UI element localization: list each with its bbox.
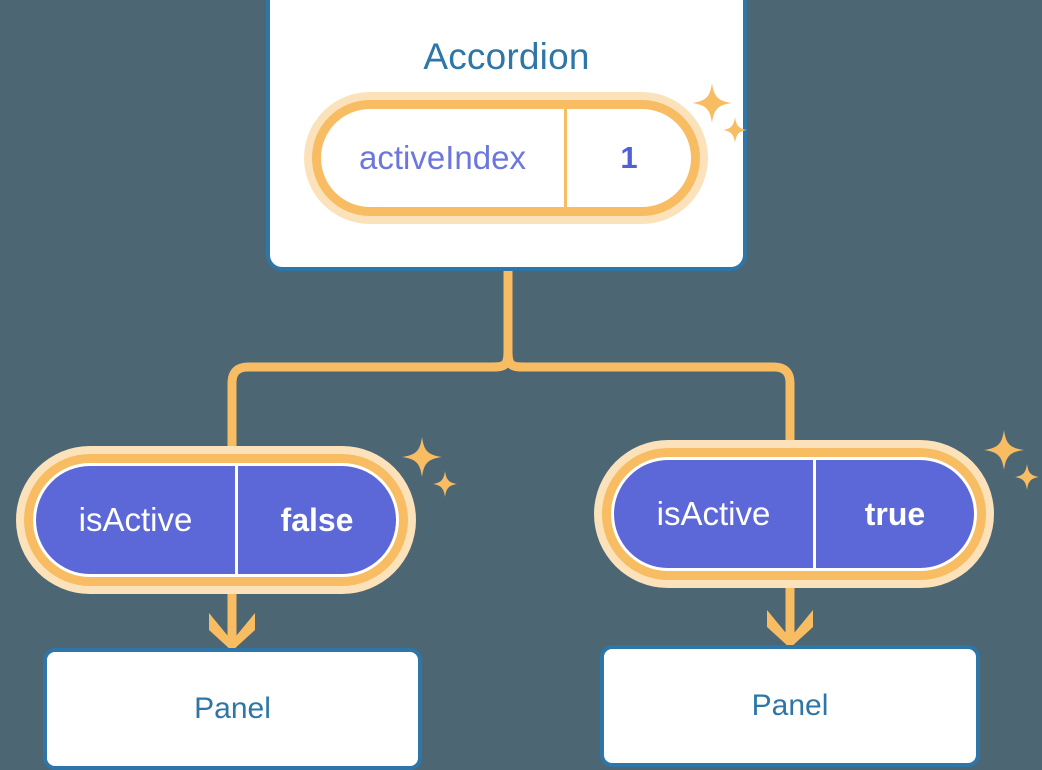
pill-body: isActive false [33,463,399,577]
pill-body: isActive true [611,457,977,571]
state-badge-is-active-left[interactable]: isActive false [16,446,416,594]
pill-divider [235,466,238,574]
pill-divider [813,460,816,568]
state-key-label: activeIndex [359,139,526,176]
panel-box-right[interactable]: Panel [600,645,980,767]
state-value-label: 1 [620,140,638,175]
state-key-label: isActive [78,501,193,538]
state-key-label: isActive [656,495,771,532]
accordion-title: Accordion [423,36,590,77]
state-badge-active-index[interactable]: activeIndex 1 [304,92,708,224]
state-value-label: true [864,495,926,532]
panel-label: Panel [194,692,271,725]
pill-body: activeIndex 1 [321,109,691,207]
state-value-label: false [280,501,354,538]
state-badge-is-active-right[interactable]: isActive true [594,440,994,588]
panel-label: Panel [751,689,829,722]
pill-divider [564,109,567,207]
panel-box-left[interactable]: Panel [43,648,422,770]
